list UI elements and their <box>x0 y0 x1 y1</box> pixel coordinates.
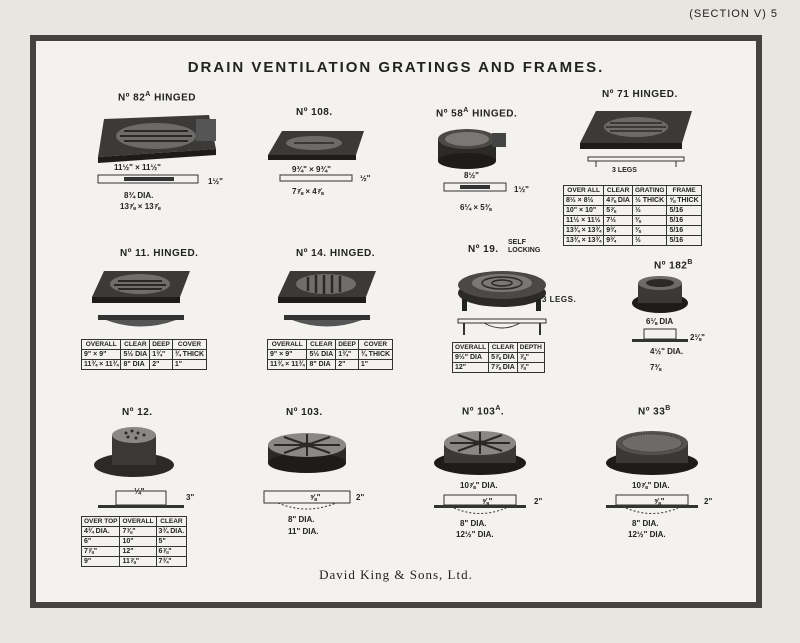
dim-33b-thick: ⅝" <box>654 497 665 506</box>
dim-58a-depth: 1½" <box>514 185 529 194</box>
dim-12-depth: 3" <box>186 493 195 502</box>
section-33b-drawing <box>606 494 698 514</box>
item-11-label: Nº 11. HINGED. <box>120 248 199 259</box>
grating-19-illustration <box>458 271 546 311</box>
grating-12-illustration <box>94 427 174 477</box>
grating-71-illustration <box>580 111 692 149</box>
grating-11-illustration <box>92 271 190 303</box>
grating-14-illustration <box>278 271 376 303</box>
dim-12-top: ¼" <box>134 487 145 496</box>
dim-108-depth: ½" <box>360 174 371 183</box>
item-108-label: Nº 108. <box>296 107 333 118</box>
item-82a-label: Nº 82A HINGED <box>118 91 197 104</box>
dim-33b-top: 10⅞" DIA. <box>632 481 670 490</box>
grating-103a-illustration <box>434 431 526 475</box>
section-11-drawing <box>98 315 184 327</box>
grating-103-illustration <box>268 433 346 473</box>
catalogue-sheet: DRAIN VENTILATION GRATINGS AND FRAMES. N… <box>36 41 756 602</box>
item-19-label: Nº 19. <box>468 244 499 255</box>
section-103a-drawing <box>434 494 526 514</box>
item-182b-label: Nº 182B <box>654 259 693 272</box>
dim-103-clear: 8" DIA. <box>288 515 315 524</box>
item-71-label: Nº 71 HINGED. <box>602 89 678 100</box>
dim-33b-depth: 2" <box>704 497 713 506</box>
grating-182b-illustration <box>632 276 688 313</box>
note-71-legs: 3 LEGS <box>612 167 637 174</box>
item-103a-label: Nº 103A. <box>462 405 505 418</box>
dim-182b-depth: 2⅛" <box>690 333 705 342</box>
dim-103a-overall: 12½" DIA. <box>456 530 494 539</box>
grating-33b-illustration <box>606 431 698 475</box>
dim-82a-depth: 1½" <box>208 177 223 186</box>
grating-108-illustration <box>268 131 364 160</box>
dim-103-overall: 11" DIA. <box>288 527 319 536</box>
section-19-drawing <box>457 318 547 335</box>
dim-182b-top: 6⅛ DIA <box>646 317 674 326</box>
dim-182b-dia: 4½" DIA. <box>650 347 684 356</box>
dim-108-width: 9¾" × 9¾" <box>292 165 331 174</box>
item-33b-label: Nº 33B <box>638 405 671 418</box>
dim-103a-thick: ⅝" <box>482 497 493 506</box>
page-header: (SECTION V) 5 <box>689 8 778 20</box>
page-title: DRAIN VENTILATION GRATINGS AND FRAMES. <box>187 59 605 76</box>
section-14-drawing <box>284 315 370 327</box>
dim-33b-clear: 8" DIA. <box>632 519 659 528</box>
item-58a-label: Nº 58A HINGED. <box>436 107 518 120</box>
dim-82a-overall: 13⅞ × 13⅞ <box>120 202 161 211</box>
note-19-legs: 3 LEGS. <box>542 295 577 304</box>
section-12-drawing <box>98 490 184 508</box>
section-82a-drawing <box>97 174 199 184</box>
section-58a-drawing <box>443 182 507 192</box>
dim-103a-top: 10⅞" DIA. <box>460 481 498 490</box>
dim-58a-dia: 8½" <box>464 171 479 180</box>
item-12-label: Nº 12. <box>122 407 153 418</box>
note-19-self-locking: SELF LOCKING <box>508 239 541 254</box>
grating-82a-illustration <box>98 115 216 163</box>
dim-103a-clear: 8" DIA. <box>460 519 487 528</box>
grating-58a-illustration <box>438 129 506 169</box>
dim-58a-overall: 6¼ × 5⅜ <box>460 203 492 212</box>
dim-82a-width: 11½" × 11½" <box>114 163 161 172</box>
company-name: David King & Sons, Ltd. <box>319 567 473 582</box>
dim-33b-overall: 12½" DIA. <box>628 530 666 539</box>
section-182b-drawing <box>632 328 688 342</box>
dim-82a-dia: 8¾ DIA. <box>124 191 154 200</box>
item-103-label: Nº 103. <box>286 407 323 418</box>
dim-182b-overall: 7⅜ <box>650 363 662 372</box>
dim-103a-depth: 2" <box>534 497 543 506</box>
dim-103-depth: 2" <box>356 493 365 502</box>
item-14-label: Nº 14. HINGED. <box>296 248 376 259</box>
dim-103-thick: ⅝" <box>310 493 321 502</box>
section-103-drawing <box>263 490 351 510</box>
section-108-drawing <box>279 174 353 182</box>
section-71-drawing <box>587 156 685 167</box>
dim-108-clear: 7⅞ × 4⅞ <box>292 187 324 196</box>
